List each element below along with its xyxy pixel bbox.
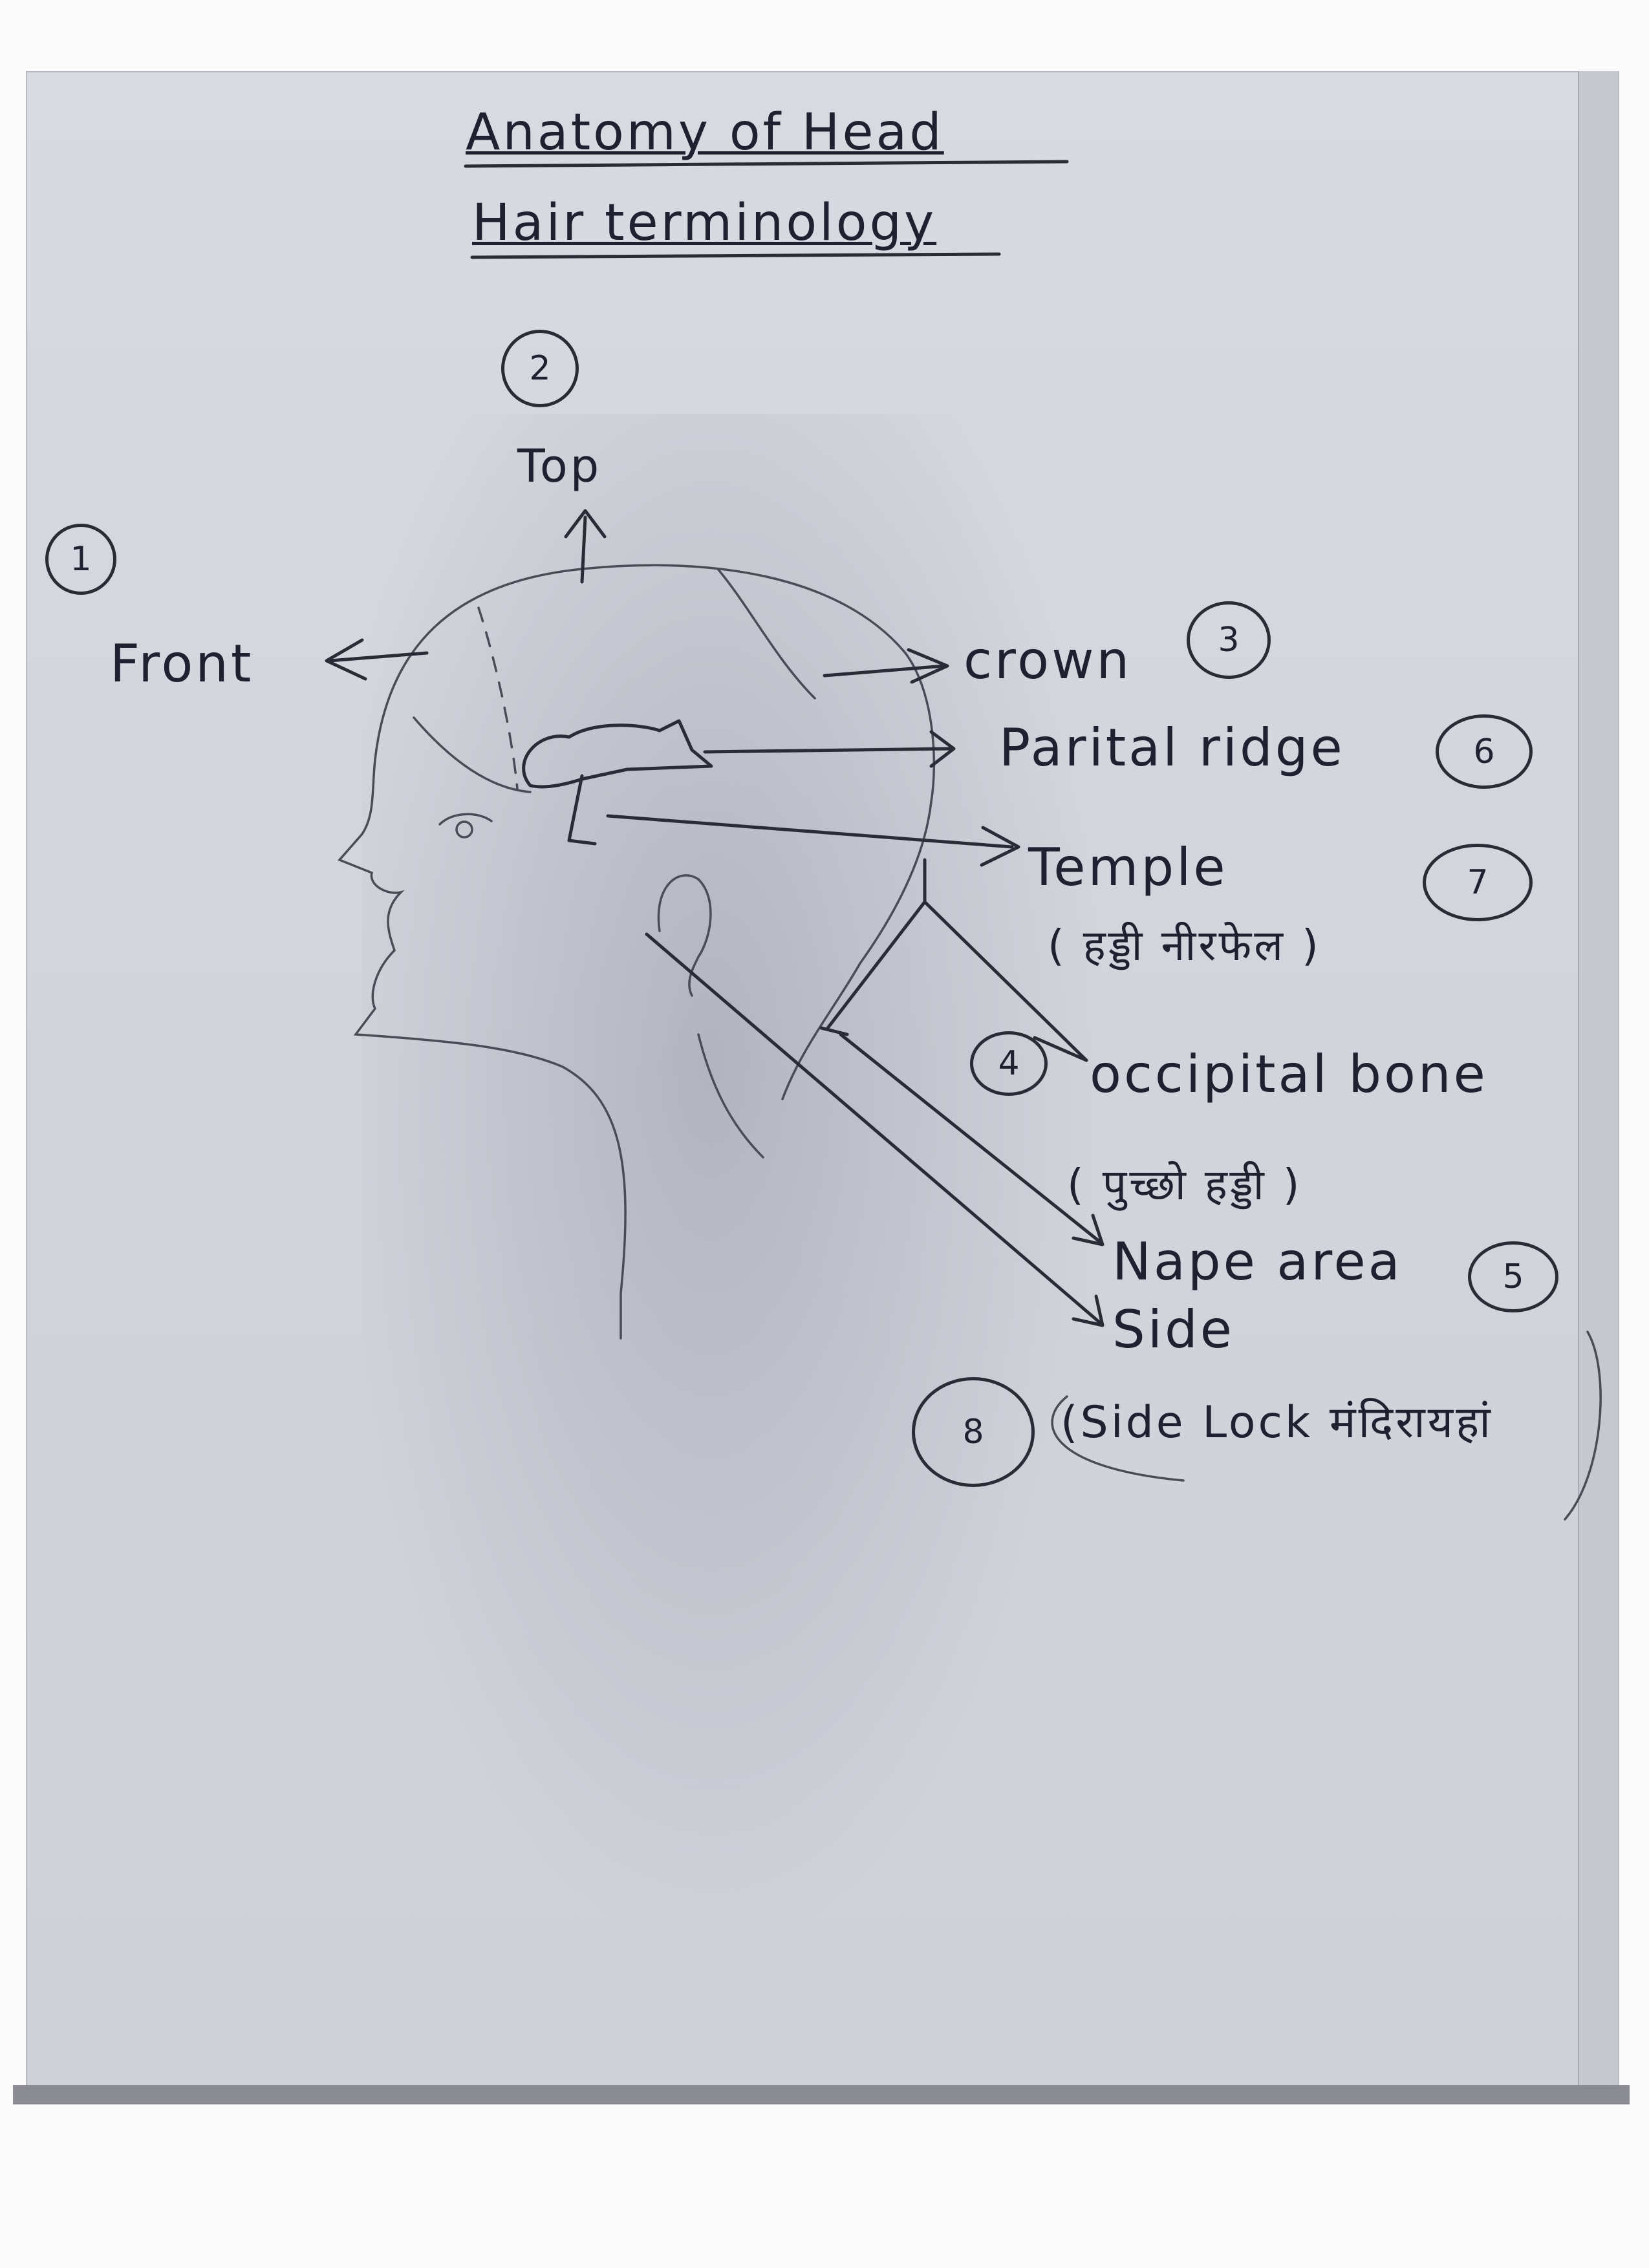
page-subtitle: Hair terminology (472, 194, 937, 252)
number-1-badge: 1 (45, 524, 116, 595)
arrow-nape (839, 1032, 1105, 1246)
page-title: Anatomy of Head (466, 103, 944, 162)
eye-pupil (455, 820, 473, 839)
label-front: Front (110, 634, 254, 694)
number-7-badge: 7 (1423, 844, 1533, 921)
label-parietal-ridge: Parital ridge (999, 718, 1345, 778)
label-side: Side (1112, 1300, 1235, 1360)
arrow-occipital (1033, 1036, 1088, 1062)
crown-arc (717, 568, 816, 700)
label-temple-hindi: ( हड्डी नीरफेल ) (1048, 921, 1321, 970)
skull-outline (374, 564, 936, 803)
label-crown: crown (964, 630, 1132, 690)
arrow-crown (823, 648, 949, 684)
subtitle-underline (470, 252, 1001, 259)
side-lock-bracket-right (1564, 1331, 1602, 1521)
label-occipital-hindi: ( पुच्छो हड्डी ) (1067, 1160, 1302, 1210)
title-underline (464, 160, 1069, 168)
face-profile (338, 758, 627, 1340)
nape-bar (819, 1026, 849, 1036)
temple-mark (567, 774, 597, 846)
front-hairline-arc (413, 716, 532, 793)
label-temple: Temple (1028, 837, 1228, 897)
eye (438, 813, 493, 826)
back-of-head (781, 800, 932, 1100)
number-4-badge: 4 (970, 1031, 1048, 1096)
number-2-badge: 2 (501, 330, 579, 407)
arrow-top (564, 509, 607, 584)
arrow-temple (606, 814, 1020, 867)
shadow-overlay (362, 414, 1138, 2030)
front-hairline (477, 606, 519, 790)
arrow-side (645, 932, 1105, 1327)
label-side-lock: (Side Lock मंदिरायहां (1061, 1397, 1493, 1448)
number-3-badge: 3 (1187, 601, 1271, 679)
number-5-badge: 5 (1468, 1241, 1558, 1312)
number-6-badge: 6 (1436, 714, 1533, 789)
arrow-front (325, 638, 429, 681)
neck-back (697, 1033, 764, 1159)
page-edge (1578, 71, 1618, 2088)
label-nape-area: Nape area (1112, 1232, 1403, 1292)
side-lock-bracket (1051, 1395, 1185, 1482)
parietal-ridge-shape (522, 719, 713, 789)
notebook-sheet (26, 71, 1619, 2091)
label-top: Top (517, 440, 602, 493)
label-occipital-bone: occipital bone (1090, 1044, 1488, 1104)
arrow-parietal-ridge (703, 730, 956, 768)
ear (657, 874, 712, 997)
number-8-badge: 8 (912, 1377, 1035, 1487)
occipital-lines (826, 858, 1088, 1062)
notebook-bottom-edge (13, 2085, 1630, 2104)
